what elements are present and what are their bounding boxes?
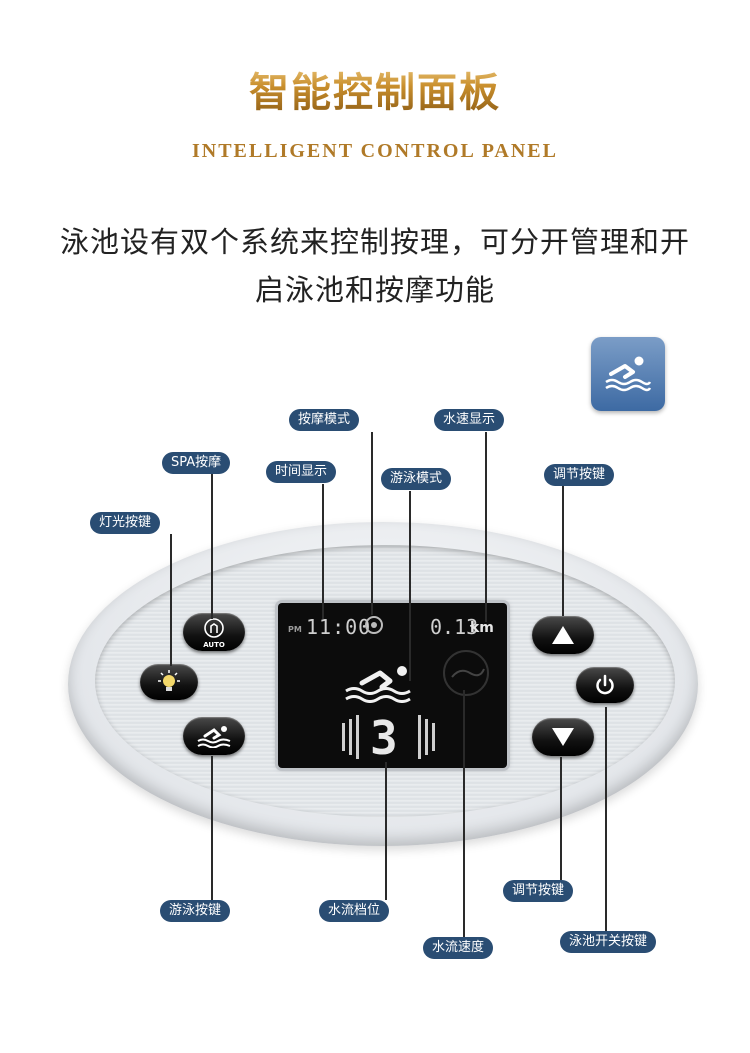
label-swim-mode: 游泳模式 — [381, 468, 452, 490]
connector-light — [170, 534, 172, 666]
time-readout: 11:00 — [306, 615, 372, 639]
label-massage-mode: 按摩模式 — [289, 409, 360, 431]
connector-flow-level — [385, 762, 387, 900]
connector-adjust-up — [562, 486, 564, 616]
flow-level-readout: 3 — [370, 711, 398, 765]
auto-label: AUTO — [203, 641, 225, 649]
massage-mode-icon — [365, 616, 383, 634]
label-time-display: 时间显示 — [266, 461, 337, 483]
lcd-display: PM 11:00 0.13 km 3 — [278, 603, 507, 768]
flow-bars-right-icon — [418, 715, 435, 759]
swim-button[interactable] — [183, 717, 245, 755]
adjust-down-button[interactable] — [532, 718, 594, 756]
page-title: 智能控制面板 — [0, 60, 750, 118]
page-subtitle: INTELLIGENT CONTROL PANEL — [191, 140, 558, 162]
power-button[interactable] — [576, 667, 634, 703]
label-adjust-up: 调节按键 — [544, 464, 615, 486]
spa-hand-icon — [204, 618, 224, 638]
spa-button[interactable]: AUTO — [183, 613, 245, 651]
label-swim-button: 游泳按键 — [160, 900, 231, 922]
connector-swim-mode — [409, 491, 411, 681]
up-arrow-icon — [552, 626, 574, 644]
connector-spa — [211, 474, 213, 619]
speed-readout: 0.13 — [430, 615, 479, 639]
label-flow-speed: 水流速度 — [423, 937, 494, 959]
speed-unit: km — [470, 620, 494, 636]
light-button[interactable] — [140, 664, 198, 700]
swim-mode-icon — [345, 666, 411, 703]
connector-adjust-down — [560, 757, 562, 880]
label-power: 泳池开关按键 — [560, 931, 657, 953]
connector-time — [322, 484, 324, 619]
connector-power — [605, 707, 607, 931]
label-light: 灯光按键 — [90, 512, 161, 534]
swimmer-wave-icon — [197, 726, 231, 748]
connector-swim-button — [211, 756, 213, 900]
connector-massage — [371, 432, 373, 615]
label-water-speed-display: 水速显示 — [434, 409, 505, 431]
time-ampm: PM — [288, 625, 302, 634]
connector-flow-speed — [463, 690, 465, 938]
label-flow-level: 水流档位 — [319, 900, 390, 922]
flow-bars-left-icon — [342, 715, 359, 759]
description: 泳池设有双个系统来控制按理，可分开管理和开启泳池和按摩功能 — [60, 225, 691, 307]
watermark-logo-icon — [443, 650, 489, 696]
light-bulb-icon — [158, 670, 180, 691]
adjust-up-button[interactable] — [532, 616, 594, 654]
connector-speed-display — [485, 432, 487, 622]
swim-badge-icon — [591, 337, 665, 411]
label-spa: SPA按摩 — [162, 452, 231, 474]
label-adjust-down: 调节按键 — [503, 880, 574, 902]
power-icon — [596, 674, 614, 695]
down-arrow-icon — [552, 728, 574, 746]
